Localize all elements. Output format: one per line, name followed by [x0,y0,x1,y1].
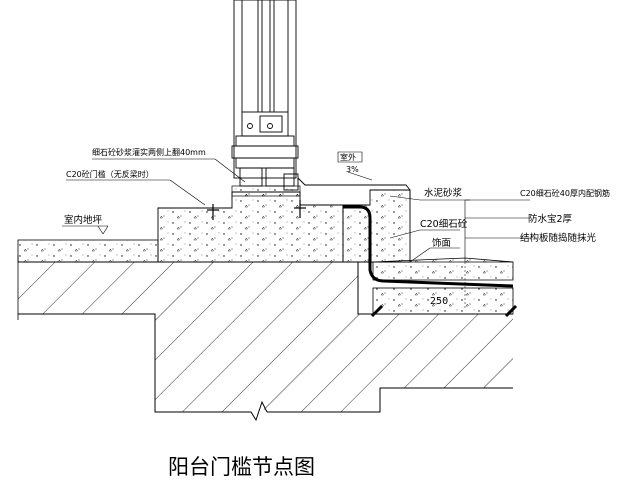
sill-flashing [297,177,411,200]
label-fine-concrete-grout: 细石砼砂浆灌实两侧上翻40mm [92,147,206,157]
anchor-left [370,304,384,318]
label-structural-slab: 结构板随捣随抹光 [520,232,597,244]
anchor-bolts [207,200,306,220]
indoor-floor-screed [17,239,159,263]
label-c20-40-reinforced: C20细石砼40厚内配钢筋 [520,188,610,198]
balcony-c20-layer [372,257,514,281]
structural-slab-hatch [18,262,513,412]
c20-threshold [157,191,344,263]
drawing-title: 阳台门槛节点图 [168,455,315,479]
balcony-structure-layer [372,287,514,315]
label-outdoor: 室外 [340,152,356,162]
label-c20-threshold: C20砼门槛（无反梁时） [66,169,154,179]
door-frame [231,0,299,191]
anchor-right [504,304,518,318]
dimension-250: 250 [430,296,448,307]
leader-lines [62,151,530,263]
label-cement-mortar: 水泥砂浆 [424,187,463,199]
waterproof-membrane [343,205,514,288]
label-finish: 饰面 [432,237,451,249]
label-indoor-floor: 室内地坪 [64,214,103,226]
label-slope: 3% [346,165,359,174]
outer-step [342,189,411,263]
label-waterproof: 防水宝2厚 [528,213,573,225]
grout-fill [231,185,301,197]
label-c20-fine-concrete: C20细石砼 [420,218,468,230]
